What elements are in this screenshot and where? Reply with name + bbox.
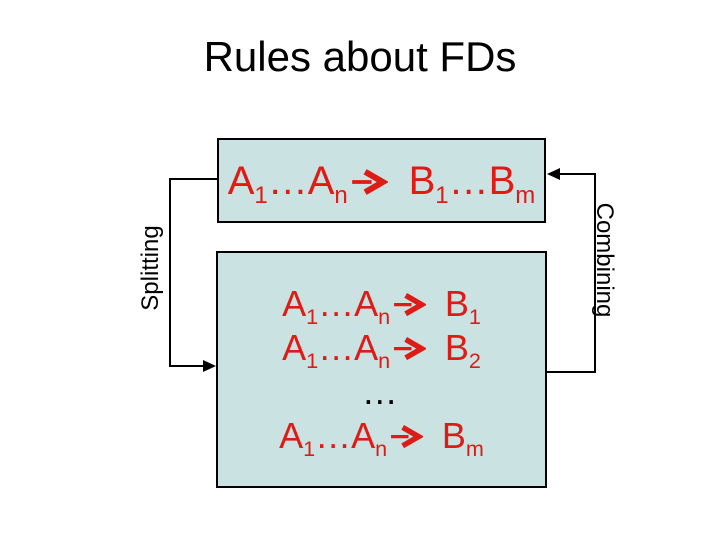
splitting-label: Splitting xyxy=(137,225,164,311)
fd-subscript: 1 xyxy=(254,181,268,209)
fd-term: … xyxy=(315,414,352,456)
fd-subscript: n xyxy=(334,181,348,209)
fd-term: … xyxy=(318,326,355,368)
fd-term: B xyxy=(408,158,436,203)
fd-term: … xyxy=(448,158,489,203)
fd-subscript: m xyxy=(515,181,536,209)
fd-subscript: n xyxy=(378,303,391,329)
fd-term: A xyxy=(279,414,304,456)
fd-subscript: 1 xyxy=(303,435,316,461)
ellipsis-row: … xyxy=(361,370,402,412)
fd-subscript: 1 xyxy=(468,303,481,329)
splitting-arrow xyxy=(169,178,217,372)
fd-arrow-icon xyxy=(352,169,388,195)
fd-term: A xyxy=(351,414,376,456)
fd-subscript: n xyxy=(378,347,391,373)
fd-term: A xyxy=(282,326,307,368)
fd-term: B xyxy=(441,414,466,456)
fd-term: A xyxy=(282,282,307,324)
fd-arrow-icon xyxy=(391,425,424,449)
fd-term: A xyxy=(354,326,379,368)
fd-subscript: 1 xyxy=(306,303,319,329)
fd-term: B xyxy=(444,282,469,324)
combining-label: Combining xyxy=(591,202,618,318)
fd-subscript: n xyxy=(375,435,388,461)
fd-term: B xyxy=(488,158,516,203)
fd-term: B xyxy=(444,326,469,368)
page-title: Rules about FDs xyxy=(203,33,517,80)
fd-arrow-icon xyxy=(394,337,427,361)
combining-arrow xyxy=(547,168,596,373)
fd-term: … xyxy=(267,158,308,203)
fd-subscript: 2 xyxy=(468,347,481,373)
fd-subscript: 1 xyxy=(435,181,449,209)
fd-term: A xyxy=(307,158,335,203)
fd-term: A xyxy=(227,158,255,203)
fd-arrow-icon xyxy=(394,293,427,317)
fd-subscript: m xyxy=(465,435,484,461)
fd-subscript: 1 xyxy=(306,347,319,373)
fd-term: … xyxy=(318,282,355,324)
fd-term: A xyxy=(354,282,379,324)
